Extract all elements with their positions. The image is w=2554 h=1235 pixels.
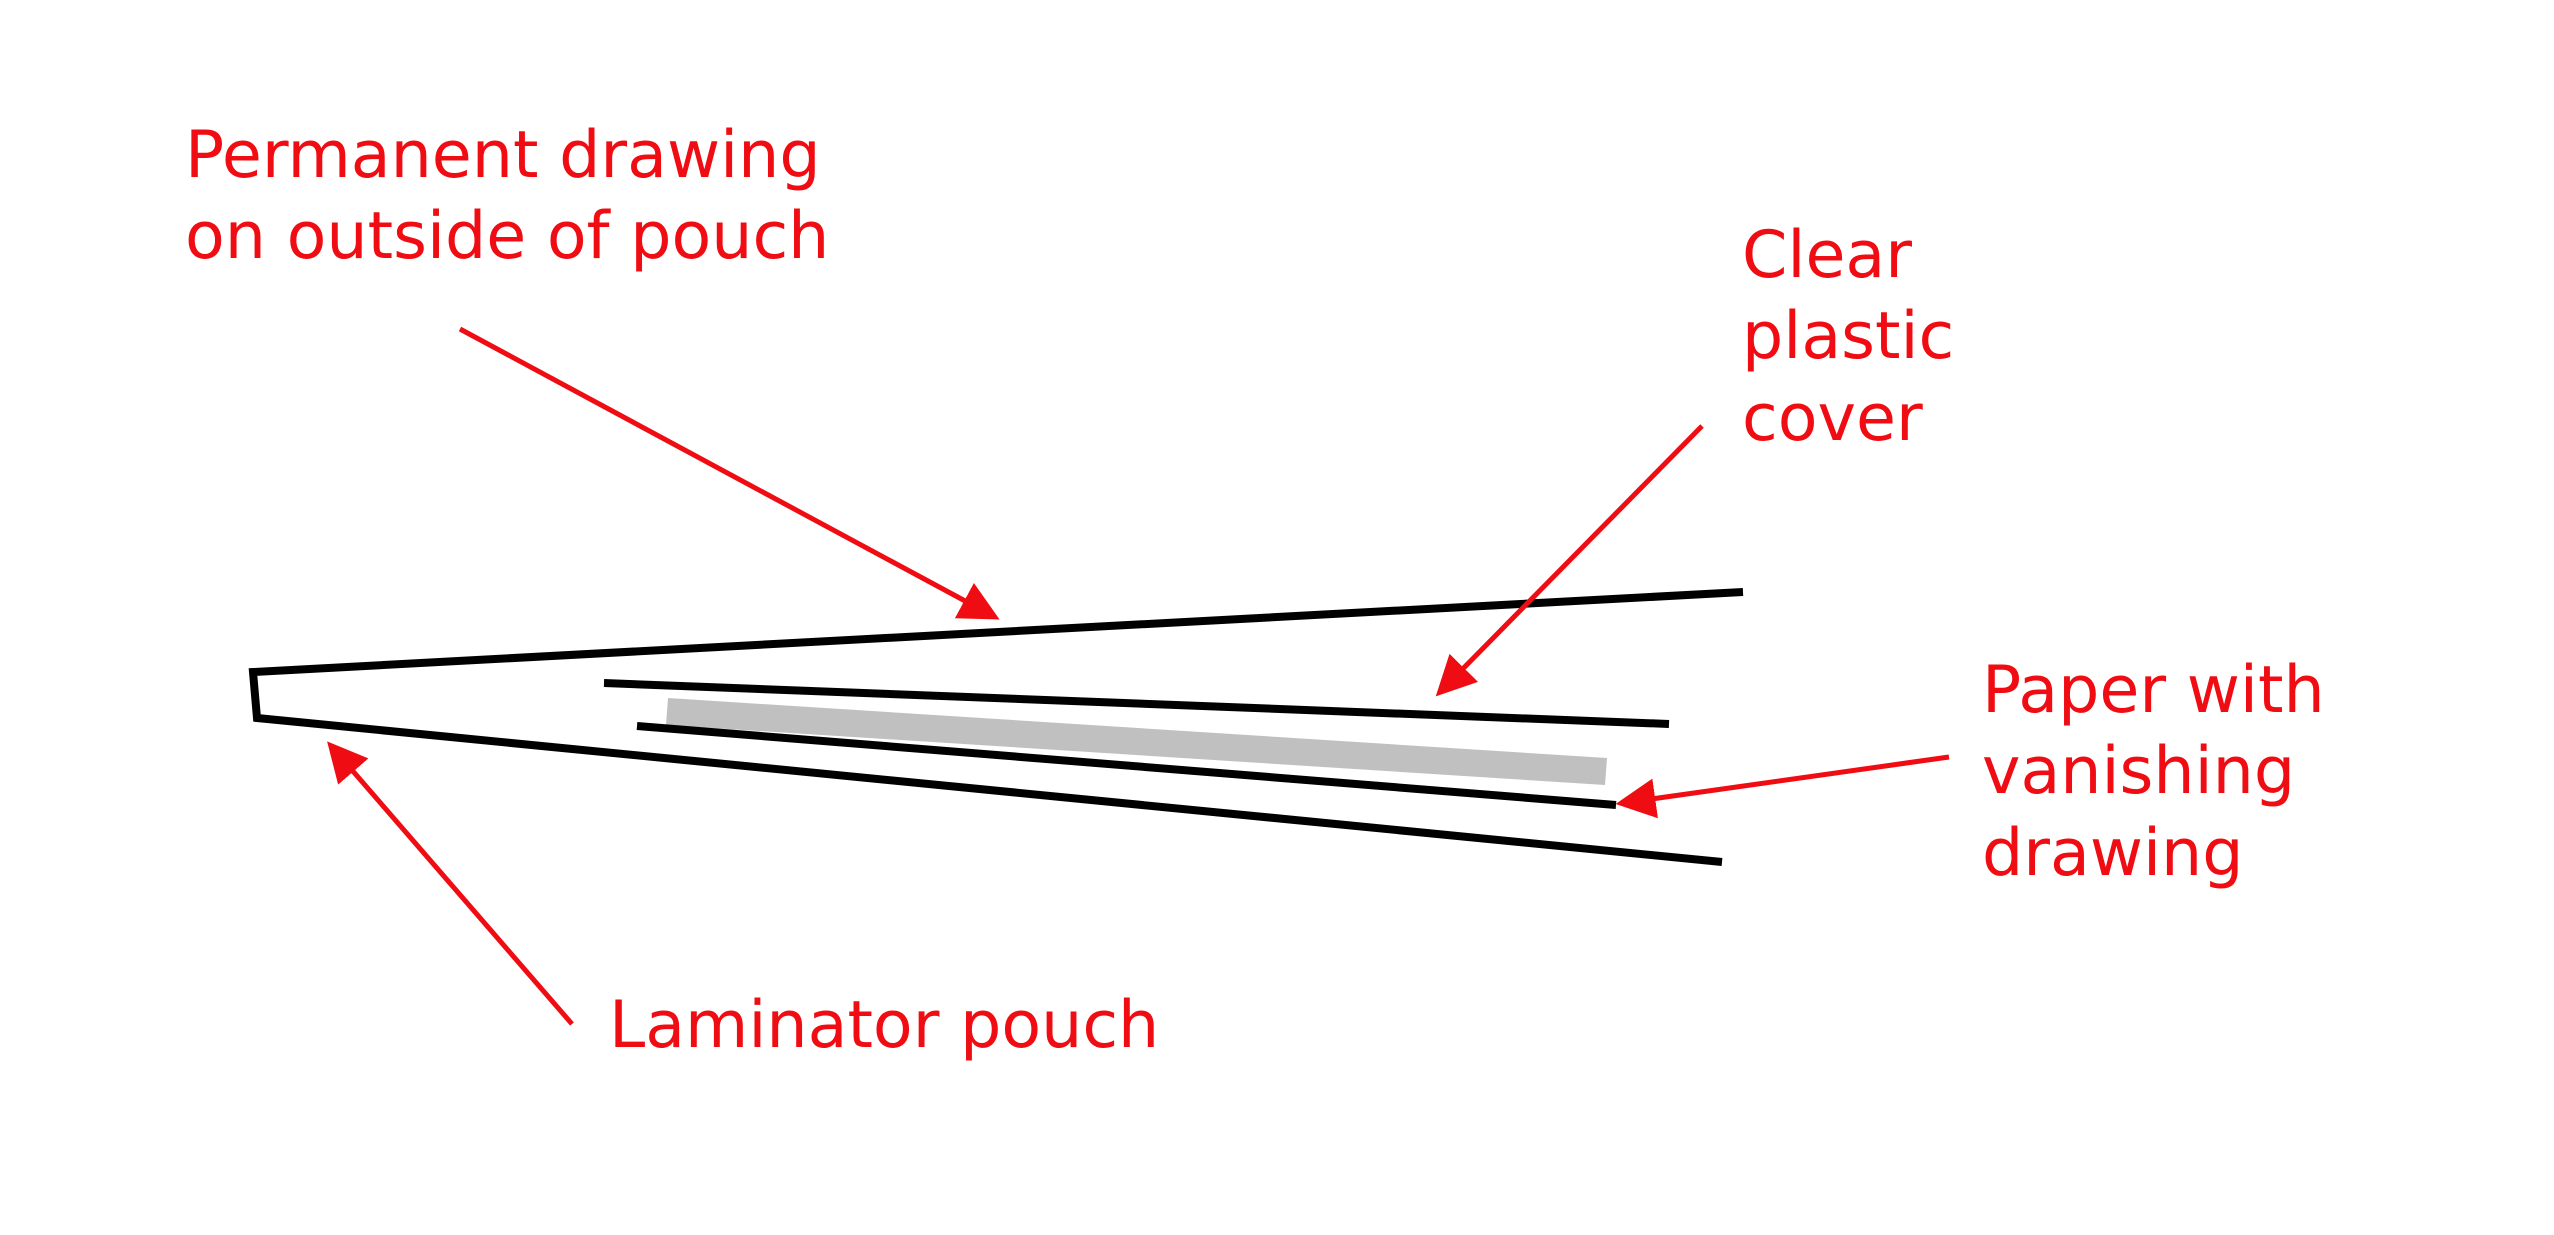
permanent-drawing-label: Permanent drawing on outside of pouch — [185, 115, 829, 278]
permanent-drawing-label-line: Permanent drawing — [185, 118, 821, 193]
laminator-pouch-label-line: Laminator pouch — [609, 988, 1160, 1063]
laminator-pouch-label: Laminator pouch — [609, 985, 1159, 1066]
clear-plastic-cover-label-line: plastic — [1742, 299, 1955, 375]
paper-vanishing-drawing-label: Paper with vanishing drawing — [1982, 650, 2325, 894]
paper-label-line: drawing — [1982, 815, 2244, 891]
permanent-drawing-label-line: on outside of pouch — [185, 199, 830, 275]
clear-cover-arrow — [1435, 424, 1704, 697]
laminator-pouch-arrow — [327, 741, 574, 1026]
paper-base-line — [636, 722, 1617, 809]
clear-plastic-cover-label-line: cover — [1742, 380, 1923, 456]
paper-sheet — [666, 698, 1607, 785]
permanent-drawing-arrow — [458, 326, 1000, 620]
pouch-outline — [248, 588, 1744, 866]
clear-plastic-cover-line — [603, 679, 1670, 728]
paper-label-line: Paper with — [1982, 653, 2325, 728]
paper-arrow — [1615, 754, 1950, 819]
clear-plastic-cover-label-line: Clear — [1742, 218, 1912, 293]
clear-plastic-cover-label: Clear plastic cover — [1742, 215, 1954, 459]
paper-label-line: vanishing — [1982, 734, 2296, 810]
